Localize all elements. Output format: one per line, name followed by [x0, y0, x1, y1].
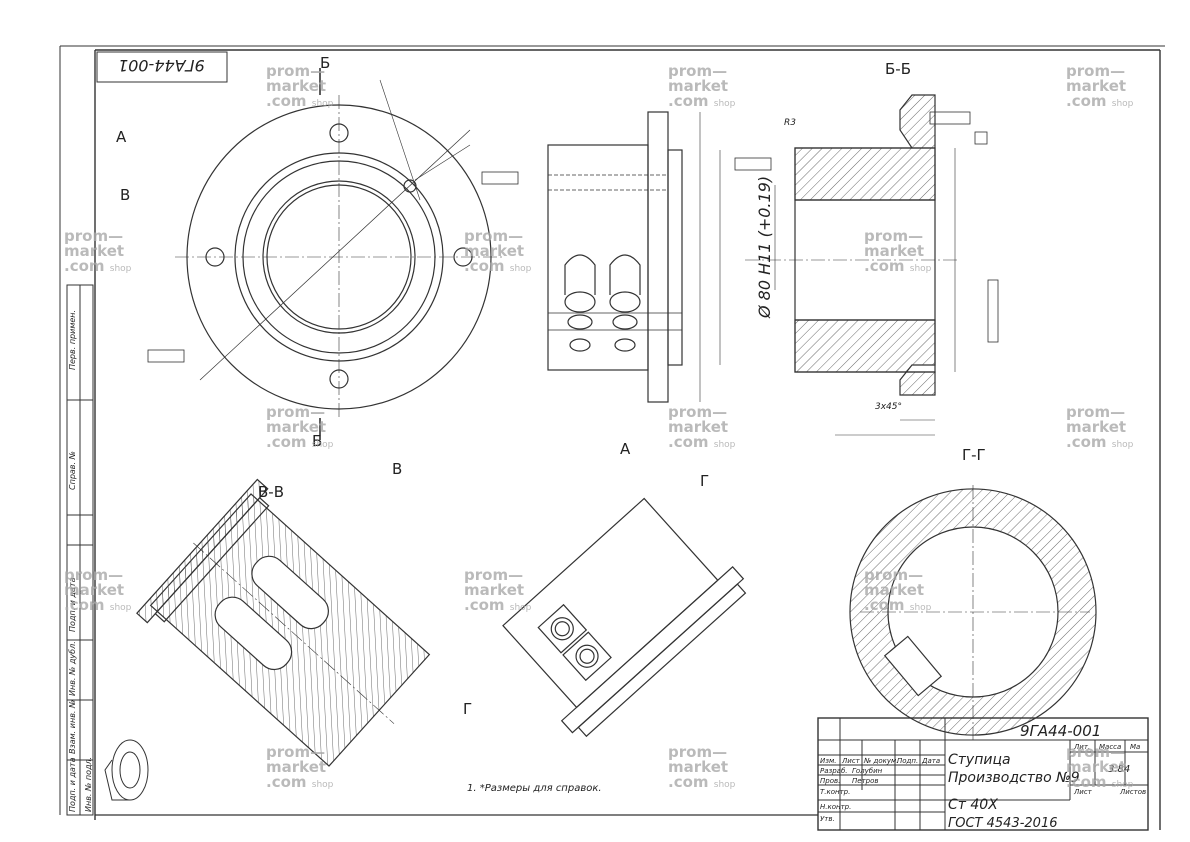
chamfer-dimension: 3x45°: [875, 402, 903, 412]
front-view: [147, 68, 519, 440]
title-standard: ГОСТ 4543-2016: [948, 816, 1058, 831]
title-header-mass: Масса: [1099, 743, 1122, 751]
tb-row-0-col4: Подп.: [897, 757, 919, 765]
view-label-a-left: А: [116, 128, 127, 146]
section-bb: [734, 94, 999, 436]
watermark: prom—market.com shop: [864, 227, 932, 275]
title-sheet-label: Лист: [1074, 788, 1092, 796]
title-part-name: Ступица: [948, 752, 1011, 768]
cut-label-g-bottom: Г: [463, 700, 473, 718]
section-vv: [136, 478, 431, 767]
title-header-scale: Ма: [1130, 743, 1141, 751]
side-label-4: Взам. инв. №: [68, 699, 77, 754]
watermark: prom—market.com shop: [864, 566, 932, 614]
view-label-a-bottom: А: [620, 440, 631, 458]
cut-label-v-left: В: [120, 186, 131, 204]
tb-row-2-role: Пров.: [820, 777, 841, 785]
side-view: [547, 111, 721, 403]
watermark: prom—market.com shop: [266, 743, 334, 791]
cut-label-g-top: Г: [700, 472, 710, 490]
bore-dimension: Ø 80 H11 (+0.19): [755, 175, 774, 318]
watermark: prom—market.com shop: [1066, 403, 1134, 451]
side-label-0: Перв. примен.: [68, 309, 77, 370]
watermark: prom—market.com shop: [464, 227, 532, 275]
section-label-bb: Б-Б: [885, 60, 911, 78]
title-header-lit: Лит.: [1074, 743, 1091, 751]
tb-row-0-col2: Лист: [842, 757, 860, 765]
tb-row-1-name: Голубин: [852, 767, 883, 775]
side-label-1: Справ. №: [68, 451, 77, 490]
tb-row-5-role: Утв.: [820, 815, 835, 823]
title-material: Ст 40Х: [948, 797, 998, 813]
side-label-6: Инв. № подл.: [84, 756, 93, 812]
isometric-thumbnail: [104, 739, 149, 801]
tb-row-4-role: Н.контр.: [820, 803, 852, 811]
tb-row-0-col5: Дата: [922, 757, 941, 765]
side-column: [66, 284, 94, 816]
watermark: prom—market.com shop: [1066, 62, 1134, 110]
watermark: prom—market.com shop: [668, 62, 736, 110]
watermark: prom—market.com shop: [64, 566, 132, 614]
section-label-vv: В-В: [258, 483, 284, 501]
watermark: prom—market.com shop: [64, 227, 132, 275]
watermark: prom—market.com shop: [668, 743, 736, 791]
watermark: prom—market.com shop: [1066, 743, 1134, 791]
section-gg: [849, 485, 1097, 740]
number-stamp-box: [96, 51, 228, 83]
radius-dimension: R3: [784, 118, 796, 128]
section-label-gg: Г-Г: [962, 446, 986, 464]
sheet-frame: [59, 45, 1165, 830]
watermark: prom—market.com shop: [266, 403, 334, 451]
side-label-3: Инв. № дубл.: [68, 641, 77, 696]
title-sheets-label: Листов: [1120, 788, 1147, 796]
number-stamp: 9ГА44-001: [118, 56, 205, 75]
title-production: Производство №9: [948, 770, 1080, 786]
title-designation: 9ГА44-001: [1020, 722, 1102, 740]
cut-label-b-bottom: Б: [312, 432, 323, 450]
drawing-note: 1. *Размеры для справок.: [467, 783, 602, 794]
tb-row-0-col3: № докум.: [864, 757, 899, 765]
tb-row-2-name: Петров: [852, 777, 879, 785]
title-block: [817, 717, 1149, 831]
cut-label-v-bottom: В: [392, 460, 403, 478]
watermark: prom—market.com shop: [266, 62, 334, 110]
side-label-5: Подп. и дата: [68, 757, 77, 813]
tb-row-3-role: Т.контр.: [820, 788, 851, 796]
watermark: prom—market.com shop: [668, 403, 736, 451]
tb-row-0-role: Изм.: [820, 757, 837, 765]
view-a: [502, 497, 747, 738]
tb-row-1-role: Разраб.: [820, 767, 848, 775]
watermark: prom—market.com shop: [464, 566, 532, 614]
title-scale: 3.84: [1108, 764, 1131, 775]
cut-label-b-top: Б: [320, 54, 331, 72]
